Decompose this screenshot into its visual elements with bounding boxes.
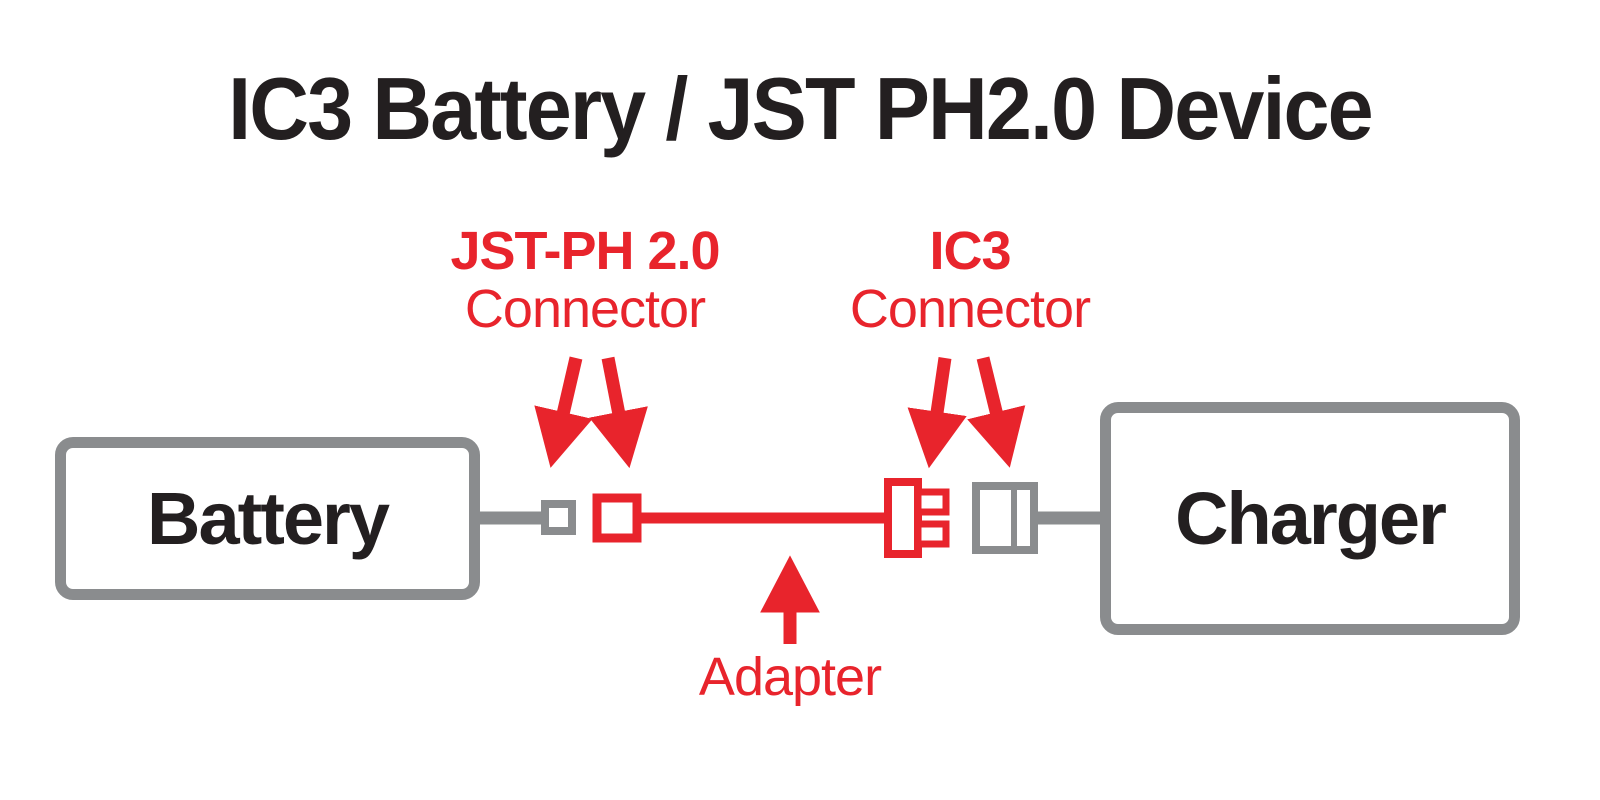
jst-connector-label-line1: JST-PH 2.0 [450,221,720,281]
ic3-connector-pin-bottom [914,520,950,548]
ic3-connector-label-line1: IC3 [929,221,1011,281]
ic3-connector-pin-top [914,488,950,516]
arrow-ic3-right-icon [967,356,1026,468]
charger-plug-shape [972,482,1038,554]
charger-node: Charger [1100,402,1520,635]
ic3-connector-label: IC3 Connector [790,222,1150,339]
jst-connector-label: JST-PH 2.0 Connector [370,222,800,339]
arrow-ic3-left-icon [907,357,967,469]
arrow-jst-left-icon [534,356,593,468]
battery-plug-shape [541,500,576,535]
battery-node-label: Battery [147,477,390,560]
arrow-jst-right-icon [589,356,648,469]
adapter-label: Adapter [698,647,882,707]
ic3-connector-label-line2: Connector [849,279,1091,340]
jst-ph-connector-shape [592,493,642,543]
charger-node-label: Charger [1175,477,1447,560]
diagram-title: IC3 Battery / JST PH2.0 Device [228,59,1373,158]
battery-node: Battery [55,437,480,600]
ic3-connector-body-shape [884,478,922,558]
jst-connector-label-line2: Connector [464,279,706,340]
